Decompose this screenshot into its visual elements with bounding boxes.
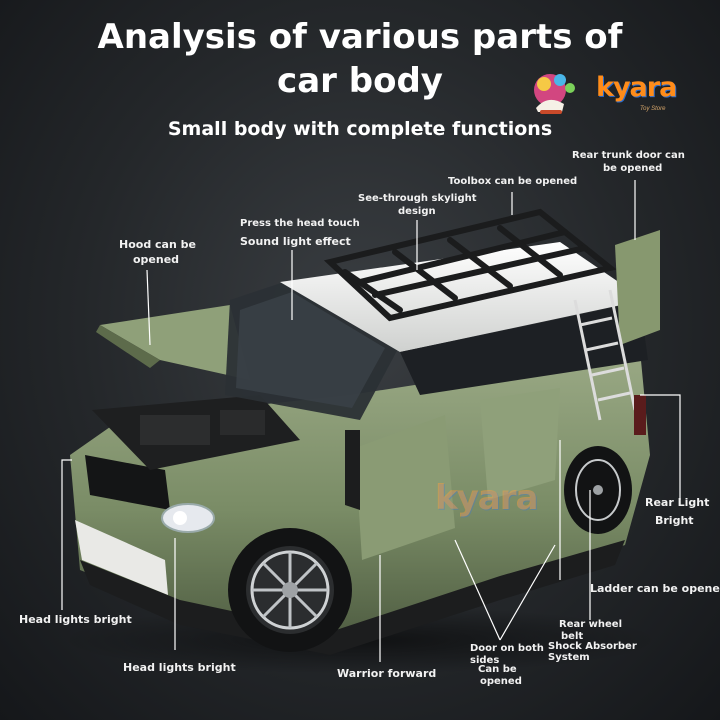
label-ladder: Ladder can be opened [590, 582, 720, 595]
label-shock-1: Shock Absorber [548, 641, 637, 652]
label-rear-wheel-2: belt [561, 631, 584, 642]
label-rear-light-2: Bright [655, 514, 694, 527]
label-skylight-2: design [398, 206, 436, 217]
logo-text: kyara [596, 72, 677, 103]
label-head-touch: Press the head touch [240, 218, 360, 229]
label-warrior: Warrior forward [337, 667, 437, 680]
label-hood-2: opened [133, 253, 180, 266]
label-toolbox: Toolbox can be opened [448, 176, 578, 187]
page-subtitle: Small body with complete functions [167, 118, 553, 140]
label-skylight-1: See-through skylight [358, 193, 477, 204]
label-head-lights-left: Head lights bright [19, 613, 132, 626]
callout-lines [61, 180, 681, 662]
kyara-logo-icon [534, 74, 575, 114]
label-rear-light-1: Rear Light [645, 496, 710, 509]
page-title-line-2: car body [277, 61, 443, 101]
label-rear-trunk-1: Rear trunk door can [572, 150, 685, 161]
label-head-lights-bottom: Head lights bright [123, 661, 236, 674]
label-door-3: Can be [478, 664, 517, 675]
label-hood-1: Hood can be [119, 238, 196, 251]
label-rear-trunk-2: be opened [603, 163, 663, 174]
page-title-line-1: Analysis of various parts of [97, 17, 623, 57]
logo-tagline: Toy Store [640, 106, 666, 112]
label-rear-wheel-1: Rear wheel [559, 619, 622, 630]
watermark-text: kyara [435, 478, 538, 518]
label-shock-2: System [548, 652, 590, 663]
label-door-2: sides [470, 655, 500, 666]
label-door-1: Door on both [470, 643, 544, 654]
label-sound-light: Sound light effect [240, 235, 351, 248]
label-door-4: opened [480, 676, 522, 687]
